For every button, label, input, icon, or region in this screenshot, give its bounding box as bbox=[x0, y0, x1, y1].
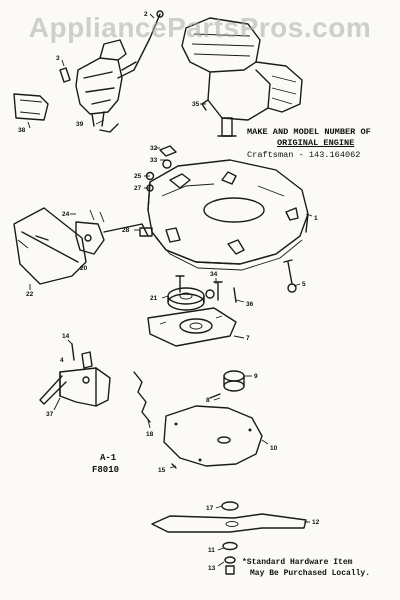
callout-36: 36 bbox=[246, 301, 254, 308]
callout-2: 2 bbox=[144, 11, 148, 18]
belt-guard-plate bbox=[147, 307, 237, 347]
shaft-collar bbox=[209, 370, 245, 399]
callout-3: 3 bbox=[56, 55, 60, 62]
pulley-bolts bbox=[175, 275, 237, 303]
callout-33: 33 bbox=[150, 157, 158, 164]
callout-21: 21 bbox=[150, 295, 158, 302]
callout-37: 37 bbox=[46, 411, 54, 418]
callout-28: 28 bbox=[122, 227, 130, 234]
callout-7: 7 bbox=[246, 335, 250, 342]
figure-name: A-1 bbox=[100, 453, 117, 463]
handle-bracket bbox=[39, 343, 151, 423]
callout-35: 35 bbox=[192, 101, 200, 108]
callout-13: 13 bbox=[208, 565, 216, 572]
callout-11: 11 bbox=[208, 547, 215, 554]
figure-label: A-1 F8010 bbox=[92, 452, 119, 476]
callout-1: 1 bbox=[314, 215, 318, 222]
footnote-line2: May Be Purchased Locally. bbox=[250, 569, 371, 578]
blade-adapter bbox=[221, 501, 239, 511]
control-cable-assembly bbox=[13, 207, 149, 285]
callout-22: 22 bbox=[26, 291, 34, 298]
bracket-38 bbox=[13, 93, 49, 121]
callout-27: 27 bbox=[134, 185, 142, 192]
callout-5: 5 bbox=[302, 281, 306, 288]
figure-code: F8010 bbox=[92, 465, 120, 475]
standard-hardware-footnote: *Standard Hardware Item May Be Purchased… bbox=[242, 557, 398, 579]
callout-12: 12 bbox=[312, 519, 320, 526]
callout-18: 18 bbox=[146, 431, 154, 438]
engine-note-line1: MAKE AND MODEL NUMBER OF bbox=[247, 127, 371, 137]
mower-blade bbox=[151, 513, 307, 533]
footnote-line1: *Standard Hardware Item bbox=[242, 558, 353, 567]
engine-model-note: MAKE AND MODEL NUMBER OF ORIGINAL ENGINE… bbox=[247, 127, 397, 161]
callouts: 2 3 38 39 35 32 33 25 27 24 28 1 20 22 5… bbox=[18, 11, 320, 572]
engine-model-number: Craftsman - 143.164062 bbox=[247, 150, 361, 160]
callout-10: 10 bbox=[270, 445, 278, 452]
deck-bolts-right bbox=[283, 259, 297, 293]
callout-15: 15 bbox=[158, 467, 166, 474]
callout-25: 25 bbox=[134, 173, 142, 180]
callout-4: 4 bbox=[60, 357, 64, 364]
carburetor-assembly bbox=[59, 10, 164, 127]
blade-hardware bbox=[222, 541, 238, 575]
callout-24: 24 bbox=[62, 211, 70, 218]
callout-8: 8 bbox=[206, 397, 210, 404]
leader-lines bbox=[27, 13, 313, 567]
callout-34: 34 bbox=[210, 271, 218, 278]
callout-9: 9 bbox=[254, 373, 258, 380]
callout-38: 38 bbox=[18, 127, 26, 134]
mower-deck-housing bbox=[147, 159, 309, 271]
deck-hardware bbox=[99, 123, 177, 237]
callout-20: 20 bbox=[80, 265, 88, 272]
callout-32: 32 bbox=[150, 145, 158, 152]
callout-17: 17 bbox=[206, 505, 214, 512]
drive-pulley bbox=[167, 287, 205, 311]
callout-39: 39 bbox=[76, 121, 84, 128]
engine-assembly bbox=[181, 17, 303, 137]
callout-14: 14 bbox=[62, 333, 70, 340]
engine-note-line2: ORIGINAL ENGINE bbox=[277, 138, 355, 148]
baffle-plate bbox=[163, 405, 263, 469]
